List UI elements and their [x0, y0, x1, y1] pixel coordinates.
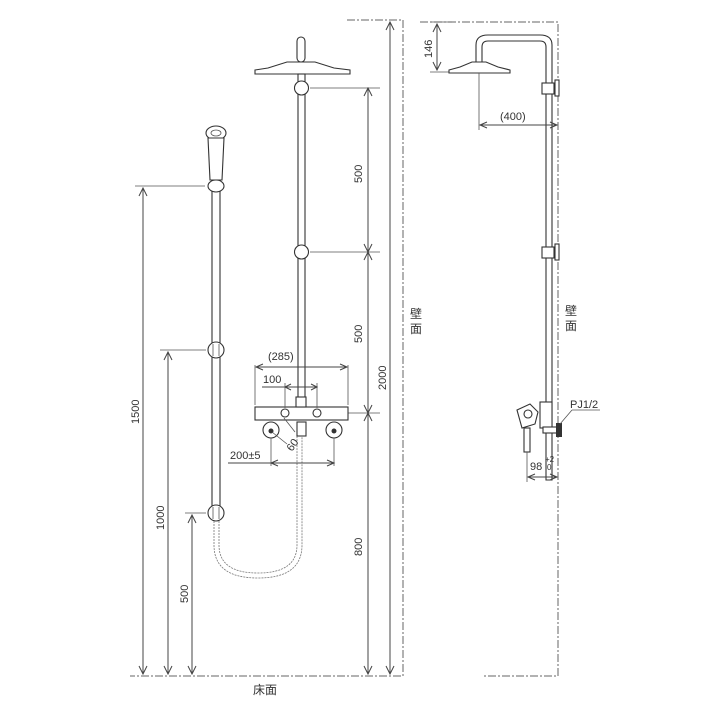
rod-joint-middle: [293, 244, 310, 260]
dim-arrows-2000: [385, 20, 395, 676]
label-lower-500: 500: [179, 585, 191, 603]
side-lower-wall-bracket: [541, 246, 555, 259]
hand-shower-nozzle: [210, 129, 222, 137]
side-upper-wall-plate: [554, 79, 560, 97]
front-view: (285) 100 200±5 60 500 500 800 2000 1500…: [130, 19, 422, 697]
right-leg-center: [331, 428, 337, 434]
shower-hose-outer: [213, 430, 303, 579]
label-400: (400): [500, 111, 526, 123]
slide-bar-bracket-middle: [207, 341, 225, 359]
label-98: 98: [530, 461, 542, 473]
side-overhead-shower-head: [448, 61, 511, 74]
label-wall-side-2: 面: [565, 319, 577, 333]
dim-arrows-98: [526, 473, 559, 481]
dim-arrows-1000: [163, 350, 173, 676]
leader-pj: [559, 409, 573, 425]
label-200: 200±5: [230, 450, 261, 462]
label-800: 800: [353, 538, 365, 556]
rod-top-cap: [296, 36, 306, 63]
label-tol-plus: +2: [545, 455, 555, 464]
side-lower-wall-plate: [554, 243, 560, 261]
dim-arrows-146: [432, 22, 442, 72]
dim-arrows-segments: [363, 86, 373, 676]
shower-arm: [475, 34, 553, 481]
label-tol-minus: 0: [547, 463, 552, 472]
faucet-outlet-right: [312, 408, 322, 418]
wall-floor-outline: [130, 19, 404, 677]
side-faucet-body: [539, 401, 553, 429]
label-wall-front-1: 壁: [410, 306, 422, 321]
label-1000: 1000: [155, 506, 167, 530]
label-floor: 床面: [253, 683, 277, 697]
dim-arrows-1500: [138, 186, 148, 676]
label-1500: 1500: [130, 400, 142, 424]
dim-arrows-100: [283, 383, 319, 391]
side-hose-outlet: [523, 427, 531, 453]
label-upper-500: 500: [353, 165, 365, 183]
hand-shower-grip: [207, 137, 225, 181]
label-285: (285): [268, 351, 294, 363]
hose-connector: [296, 421, 307, 437]
dim-arrows-500: [187, 513, 197, 676]
faucet-rod-connector: [295, 396, 307, 408]
dim-arrows-285: [254, 363, 349, 371]
side-faucet-handle-center: [523, 409, 533, 419]
faucet-outlet-left: [280, 408, 290, 418]
main-shower-rod: [297, 73, 306, 415]
thermostatic-faucet-body: [254, 406, 349, 421]
label-146: 146: [423, 40, 435, 58]
rod-joint-top: [293, 80, 310, 96]
label-60: 60: [285, 437, 302, 454]
label-wall-side-1: 壁: [565, 303, 577, 318]
dim-arrows-400: [478, 121, 559, 129]
slide-bar-bracket-lower: [207, 504, 225, 522]
overhead-shower-head: [254, 61, 351, 75]
ext-line-60: [283, 417, 296, 433]
label-wall-front-2: 面: [410, 322, 422, 336]
label-2000: 2000: [377, 366, 389, 390]
side-view: 146 (400) PJ1/2 98 +2 0 壁 面: [420, 21, 600, 677]
side-inlet-nut: [556, 423, 562, 437]
hand-shower-holder: [207, 179, 225, 193]
dim-arrows-200: [269, 459, 336, 467]
label-100: 100: [263, 374, 281, 386]
label-pj12: PJ1/2: [570, 399, 598, 411]
label-middle-500: 500: [353, 325, 365, 343]
shower-hose-inner: [218, 430, 298, 574]
side-wall-floor-outline: [420, 21, 559, 677]
side-upper-wall-bracket: [541, 82, 555, 95]
dim-line-60: [271, 431, 288, 445]
